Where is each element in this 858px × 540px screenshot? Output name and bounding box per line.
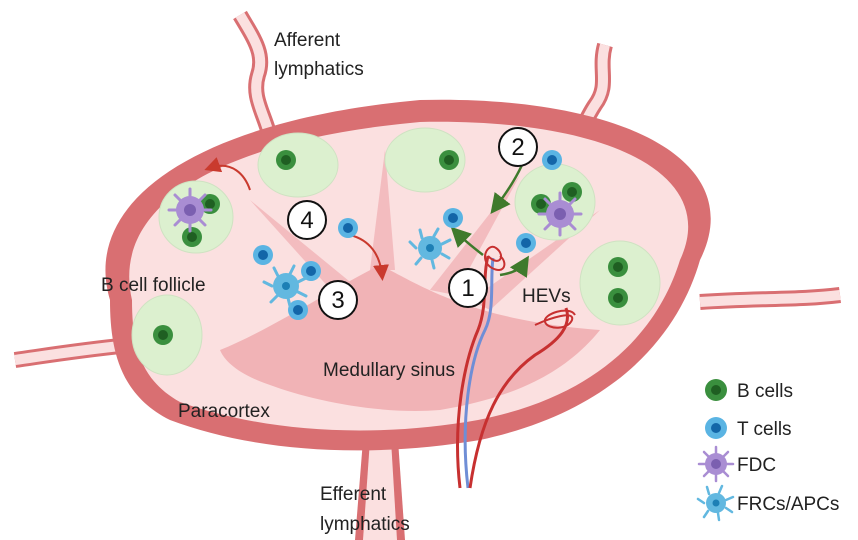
svg-text:4: 4 [300,207,313,234]
t-cell-icon [542,150,562,170]
step-3-marker: 3 [319,281,357,319]
svg-text:FDC: FDC [737,455,776,476]
b-cell-icon [153,325,173,345]
svg-text:FRCs/APCs: FRCs/APCs [737,494,839,515]
legend-item-b-cells: B cells [705,379,793,402]
svg-text:1: 1 [461,275,474,302]
b-cell-icon [608,257,628,277]
t-cell-icon [443,208,463,228]
svg-text:B cells: B cells [737,381,793,402]
t-cell-icon [288,300,308,320]
efferent-label-line2: lymphatics [320,514,410,535]
fdc-icon [539,193,581,235]
efferent-label-line1: Efferent [320,484,387,505]
follicle [580,241,660,325]
svg-text:2: 2 [511,134,524,161]
paracortex-label: Paracortex [178,401,270,422]
svg-text:T cells: T cells [737,419,792,440]
frc-apc-icon [698,486,733,520]
legend: B cells T cells FDC FRCs/APCs [698,379,839,520]
hevs-label: HEVs [522,286,571,307]
fdc-icon [169,189,211,231]
medullary-sinus-label: Medullary sinus [323,360,455,381]
b-cell-icon [182,227,202,247]
b-cell-icon [705,379,727,401]
t-cell-icon [705,417,727,439]
afferent-label-line2: lymphatics [274,59,364,80]
step-2-marker: 2 [499,128,537,166]
step-1-marker: 1 [449,269,487,307]
b-cell-icon [439,150,459,170]
b-cell-icon [562,182,582,202]
legend-item-t-cells: T cells [705,417,792,440]
legend-item-fdc: FDC [699,447,776,481]
svg-text:3: 3 [331,287,344,314]
t-cell-icon [338,218,358,238]
t-cell-icon [253,245,273,265]
b-cell-follicle-label: B cell follicle [101,275,206,296]
t-cell-icon [516,233,536,253]
legend-item-frc-apcs: FRCs/APCs [698,486,839,520]
step-4-marker: 4 [288,201,326,239]
afferent-label-line1: Afferent [274,30,341,51]
follicle [258,133,338,197]
b-cell-icon [276,150,296,170]
b-cell-icon [608,288,628,308]
fdc-icon [699,447,733,481]
